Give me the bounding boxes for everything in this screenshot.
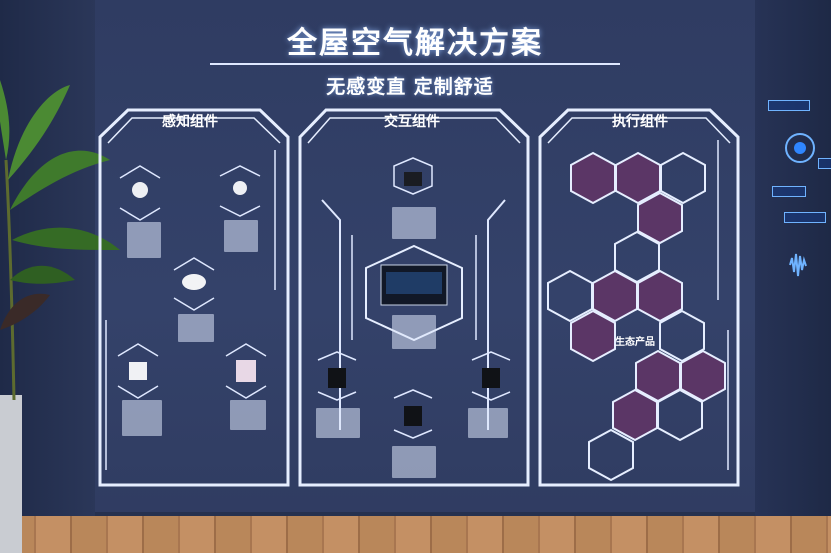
hex-empty: [588, 428, 634, 482]
info-card: [127, 222, 161, 258]
sensor-device: [182, 274, 206, 290]
display-screen: [386, 272, 442, 294]
panel-inner-line: [307, 117, 521, 144]
panel-label-execution: 执行组件: [612, 114, 668, 130]
device-frame: [471, 351, 511, 401]
plant-stem: [4, 159, 16, 401]
hex-empty: [614, 230, 660, 284]
hex-empty: [657, 388, 703, 442]
device-frame: [393, 157, 433, 195]
hex-product: [570, 151, 616, 205]
panel-inner-line: [107, 117, 281, 144]
device-frame: [117, 343, 159, 399]
device-frame: [219, 165, 261, 217]
skirting-board: [95, 512, 755, 517]
hex-product: [612, 388, 658, 442]
plant-leaf: [0, 80, 10, 160]
hex-product: [680, 349, 726, 403]
panel-inner-line: [547, 117, 731, 144]
hex-product: [637, 191, 683, 245]
sensor-device: [233, 181, 247, 195]
wood-floor: [0, 516, 831, 553]
hex-empty: [660, 151, 706, 205]
info-card: [468, 408, 508, 438]
sensor-device: [236, 360, 256, 382]
device-frame: [119, 165, 161, 221]
device-frame: [393, 389, 433, 439]
sensor-device: [129, 362, 147, 380]
plant-leaf: [10, 150, 110, 210]
info-card: [230, 400, 266, 430]
decor-line: [351, 235, 477, 340]
hex-product: [637, 269, 683, 323]
plant-dry-leaf: [0, 293, 50, 330]
info-card: [392, 446, 436, 478]
panel-switch-device: [482, 368, 500, 388]
potted-plant: [0, 80, 120, 553]
panel-outline-interaction: [298, 108, 530, 487]
glow-core: [794, 142, 806, 154]
plant-leaf: [12, 227, 120, 250]
decor-line: [321, 199, 341, 430]
device-frame: [225, 343, 267, 399]
hex-empty: [659, 309, 705, 363]
info-card: [392, 315, 436, 349]
plant-leaf: [10, 265, 75, 284]
sound-wave-icon: [789, 253, 807, 277]
info-card: [224, 220, 258, 252]
device-frame: [173, 257, 215, 311]
page-title: 全屋空气解决方案: [287, 26, 543, 61]
page-subtitle: 无感变直 定制舒适: [326, 76, 494, 98]
sensor-device: [132, 182, 148, 198]
panel-switch-device: [328, 368, 346, 388]
side-panel-tag: [784, 212, 826, 223]
panel-outline-sensing: [98, 108, 290, 487]
panel-outline-execution: [538, 108, 740, 487]
info-card: [316, 408, 360, 438]
hex-label-eco-products: 生态产品: [615, 337, 655, 348]
panel-switch-device: [404, 172, 422, 186]
panel-label-sensing: 感知组件: [162, 114, 218, 130]
panel-switch-device: [404, 406, 422, 426]
plant-pot: [0, 395, 22, 553]
side-panel-tag: [768, 100, 810, 111]
hex-product: [570, 309, 616, 363]
decor-line: [487, 199, 506, 430]
info-card: [392, 207, 436, 239]
device-frame: [317, 351, 357, 401]
panel-label-interaction: 交互组件: [384, 114, 440, 130]
side-panel-tag: [772, 186, 806, 197]
plant-leaf: [8, 85, 70, 180]
info-card: [122, 400, 162, 436]
glow-ring: [785, 133, 815, 163]
info-card: [178, 314, 214, 342]
hex-empty: [547, 269, 593, 323]
hex-grid: [547, 151, 726, 482]
side-panel-tag: [818, 158, 831, 169]
